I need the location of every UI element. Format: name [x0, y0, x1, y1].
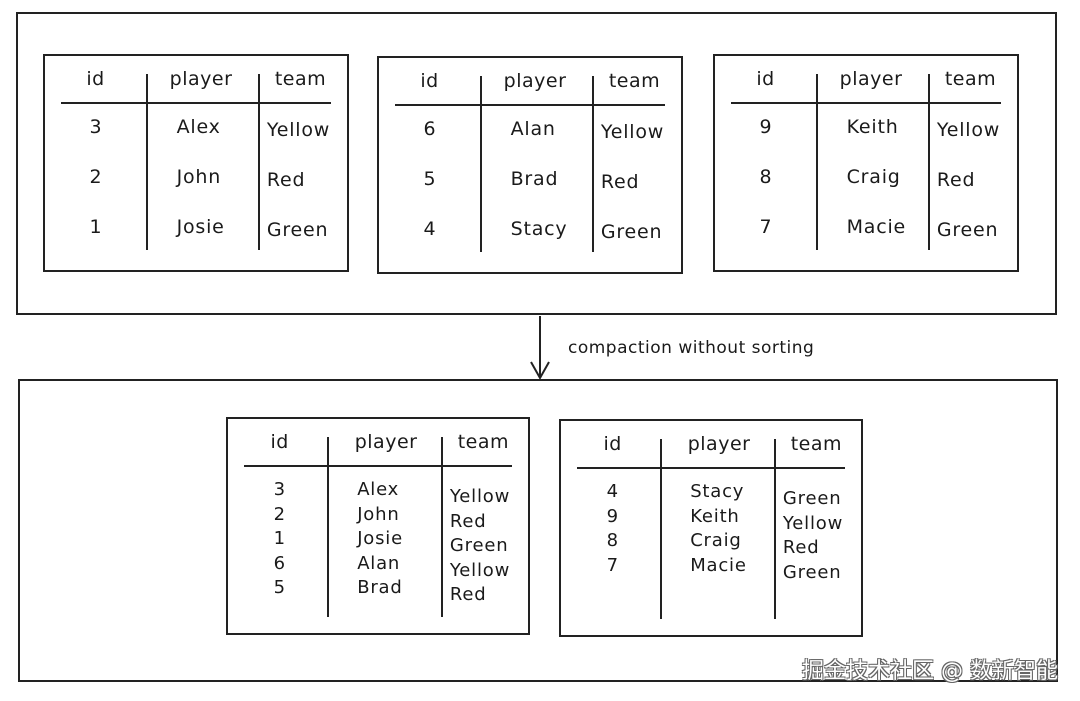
cell-player: Brad: [357, 577, 403, 598]
cell-id: 2: [273, 503, 286, 525]
header-underline: [577, 467, 845, 469]
cell-player: Brad: [510, 168, 559, 190]
cell-team: Red: [600, 171, 640, 193]
cell-team: Green: [449, 535, 509, 556]
after-compaction-container: [18, 379, 1058, 682]
cell-team: Green: [266, 219, 329, 241]
cell-player: Alex: [176, 116, 221, 138]
column-divider: [257, 74, 260, 250]
cell-team: Red: [782, 537, 820, 558]
header-underline: [731, 102, 1001, 104]
cell-player: Alan: [357, 552, 401, 574]
cell-team: Green: [782, 488, 842, 509]
column-header-id: id: [270, 431, 289, 453]
arrow-label: compaction without sorting: [568, 338, 815, 358]
watermark: 掘金技术社区 @ 数新智能: [802, 659, 1058, 684]
column-divider: [815, 74, 818, 250]
cell-id: 1: [89, 216, 103, 238]
cell-id: 7: [606, 554, 619, 576]
column-divider: [145, 74, 148, 250]
cell-id: 6: [423, 118, 437, 140]
cell-player: Josie: [176, 216, 225, 238]
column-header-player: player: [687, 433, 751, 455]
cell-team: Red: [449, 510, 487, 532]
column-divider: [591, 76, 594, 252]
header-underline: [244, 465, 512, 467]
cell-player: Stacy: [510, 218, 568, 240]
header-underline: [61, 102, 331, 104]
column-header-team: team: [457, 431, 510, 453]
cell-id: 3: [89, 116, 103, 138]
before-table-3: id player team 9 Keith Yellow 8 Craig Red 7 Macie G…: [713, 54, 1019, 272]
cell-team: Red: [449, 584, 487, 605]
cell-team: Yellow: [449, 486, 511, 507]
cell-player: John: [176, 166, 222, 188]
cell-id: 9: [606, 505, 619, 527]
cell-team: Yellow: [600, 121, 665, 143]
column-divider: [479, 76, 482, 252]
cell-team: Green: [782, 561, 842, 583]
column-header-id: id: [603, 433, 622, 455]
cell-id: 5: [273, 577, 286, 598]
column-divider: [927, 74, 930, 250]
column-header-id: id: [86, 68, 105, 90]
cell-id: 5: [423, 168, 437, 190]
column-header-player: player: [354, 431, 418, 453]
cell-player: John: [357, 503, 400, 525]
cell-player: Alan: [510, 118, 556, 140]
cell-team: Red: [266, 169, 306, 191]
cell-team: Green: [936, 219, 999, 241]
cell-id: 8: [759, 166, 773, 188]
cell-player: Craig: [690, 530, 742, 551]
column-divider: [440, 437, 443, 617]
cell-id: 9: [759, 116, 773, 138]
cell-team: Yellow: [936, 119, 1001, 141]
cell-id: 2: [89, 166, 103, 188]
before-table-2: id player team 6 Alan Yellow 5 Brad Red 4 Stacy Gre…: [377, 56, 683, 274]
cell-id: 8: [606, 530, 619, 551]
column-header-player: player: [839, 68, 903, 90]
cell-id: 1: [273, 528, 286, 549]
cell-player: Josie: [357, 528, 403, 549]
before-table-1: id player team 3 Alex Yellow 2 John Red 1 Josie Gre…: [43, 54, 349, 272]
cell-player: Keith: [846, 116, 899, 138]
cell-player: Macie: [846, 216, 907, 238]
cell-id: 4: [423, 218, 437, 240]
cell-player: Alex: [357, 479, 400, 500]
cell-team: Yellow: [449, 559, 511, 581]
column-header-team: team: [608, 70, 661, 92]
cell-team: Yellow: [782, 512, 844, 534]
cell-id: 4: [606, 481, 619, 502]
cell-player: Keith: [690, 505, 740, 527]
header-underline: [395, 104, 665, 106]
cell-id: 7: [759, 216, 773, 238]
cell-player: Macie: [690, 554, 747, 576]
column-divider: [773, 439, 776, 619]
cell-team: Green: [600, 221, 663, 243]
column-header-team: team: [274, 68, 327, 90]
column-header-team: team: [944, 68, 997, 90]
cell-id: 6: [273, 552, 286, 574]
column-divider: [659, 439, 662, 619]
cell-id: 3: [273, 479, 286, 500]
column-header-id: id: [420, 70, 439, 92]
column-header-team: team: [790, 433, 843, 455]
cell-team: Red: [936, 169, 976, 191]
column-divider: [326, 437, 329, 617]
column-header-player: player: [169, 68, 233, 90]
cell-player: Stacy: [690, 481, 745, 502]
cell-team: Yellow: [266, 119, 331, 141]
column-header-player: player: [503, 70, 567, 92]
cell-player: Craig: [846, 166, 901, 188]
column-header-id: id: [756, 68, 775, 90]
